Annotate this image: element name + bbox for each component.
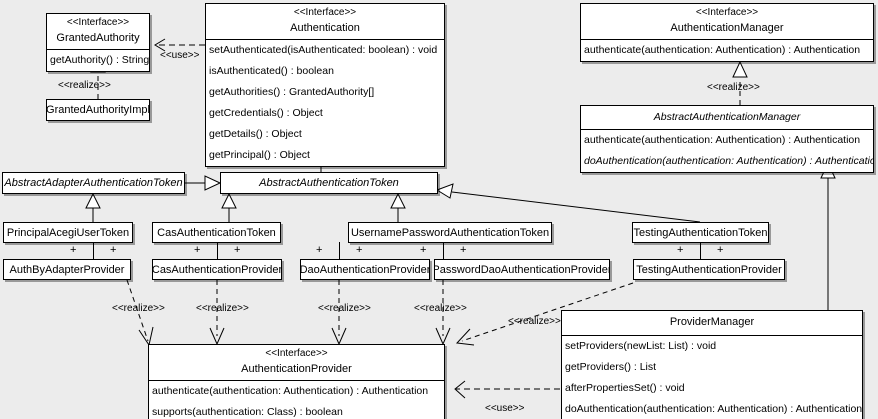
- multiplicity-plus: +: [234, 244, 241, 256]
- operation: authenticate(authentication: Authenticat…: [152, 385, 429, 398]
- class-header: <<Interface>> Authentication: [206, 4, 444, 39]
- class-box-authentication-provider[interactable]: <<Interface>> AuthenticationProvider aut…: [148, 344, 445, 419]
- class-name: TestingAuthenticationToken: [633, 226, 768, 239]
- operations-compartment: getAuthority() : String: [47, 50, 149, 71]
- label-use-providermanager-authenticationprovider: <<use>>: [485, 403, 525, 414]
- class-name: GrantedAuthority: [56, 31, 140, 44]
- class-box-abstract-authentication-manager[interactable]: AbstractAuthenticationManager authentica…: [580, 105, 874, 174]
- operation: isAuthenticated() : boolean: [209, 65, 334, 78]
- assoc-casauthenticationtoken-casauthenticationprovider: [217, 242, 218, 263]
- multiplicity-plus: +: [420, 244, 427, 256]
- class-box-abstract-authentication-token[interactable]: AbstractAuthenticationToken: [220, 172, 438, 194]
- operation: authenticate(authentication: Authenticat…: [584, 134, 861, 147]
- operations-compartment: authenticate(authentication: Authenticat…: [581, 130, 873, 172]
- class-name: AbstractAuthenticationToken: [259, 177, 399, 189]
- multiplicity-plus: +: [316, 244, 323, 256]
- compartment-divider: [562, 334, 862, 336]
- operations-compartment: setAuthenticated(isAuthenticated: boolea…: [206, 40, 444, 166]
- operation: getDetails() : Object: [209, 128, 302, 141]
- class-box-username-password-authentication-token[interactable]: UsernamePasswordAuthenticationToken: [348, 222, 552, 243]
- class-box-granted-authority-impl[interactable]: GrantedAuthorityImpl: [46, 99, 150, 121]
- class-box-authentication-manager[interactable]: <<Interface>> AuthenticationManager auth…: [580, 3, 874, 63]
- class-box-principal-acegi-user-token[interactable]: PrincipalAcegiUserToken: [3, 222, 133, 243]
- label-realize-abstractauthenticationmanager: <<realize>>: [707, 82, 760, 93]
- operation: setAuthenticated(isAuthenticated: boolea…: [209, 44, 438, 57]
- class-name: AbstractAuthenticationManager: [653, 111, 801, 123]
- compartment-divider: [581, 39, 873, 41]
- class-name: UsernamePasswordAuthenticationToken: [350, 226, 550, 239]
- multiplicity-plus: +: [70, 244, 77, 256]
- operation: supports(authentication: Class) : boolea…: [152, 406, 343, 419]
- compartment-divider: [149, 380, 444, 382]
- class-box-dao-authentication-provider[interactable]: DaoAuthenticationProvider: [300, 259, 430, 280]
- compartment-divider: [206, 39, 444, 41]
- class-box-cas-authentication-provider[interactable]: CasAuthenticationProvider: [152, 259, 282, 280]
- class-header: AbstractAuthenticationManager: [581, 106, 873, 129]
- assoc-principalacegiusertoken-authbyadapterprovider: [93, 242, 94, 263]
- class-header: <<Interface>> AuthenticationProvider: [149, 345, 444, 380]
- operations-compartment: setProviders(newList: List) : void getPr…: [562, 336, 862, 419]
- operation: afterPropertiesSet() : void: [565, 381, 685, 394]
- class-box-auth-by-adapter-provider[interactable]: AuthByAdapterProvider: [3, 259, 131, 280]
- operations-compartment: authenticate(authentication: Authenticat…: [149, 381, 444, 419]
- operation: getAuthorities() : GrantedAuthority[]: [209, 86, 375, 99]
- class-name: CasAuthenticationToken: [157, 226, 276, 239]
- assoc-testingauthenticationtoken-testingauthenticationprovider: [700, 242, 701, 263]
- assoc-usernamepasswordtoken-passworddaoauthenticationprovider: [443, 242, 444, 263]
- multiplicity-plus: +: [110, 244, 117, 256]
- class-header: <<Interface>> AuthenticationManager: [581, 4, 873, 39]
- operation: getPrincipal() : Object: [209, 149, 310, 162]
- class-name: AuthenticationManager: [670, 21, 784, 34]
- operation: setProviders(newList: List) : void: [565, 339, 717, 352]
- multiplicity-plus: +: [460, 244, 467, 256]
- compartment-divider: [581, 129, 873, 131]
- label-realize-grantedauthorityimpl: <<realize>>: [58, 80, 111, 91]
- stereotype-interface: <<Interface>>: [265, 348, 328, 359]
- class-box-cas-authentication-token[interactable]: CasAuthenticationToken: [152, 222, 281, 243]
- label-use-authentication-grantedauthority: <<use>>: [160, 50, 200, 61]
- stereotype-interface: <<Interface>>: [695, 7, 759, 18]
- class-name: TestingAuthenticationProvider: [636, 263, 782, 276]
- class-name: AuthenticationProvider: [241, 362, 352, 375]
- class-name: AbstractAdapterAuthenticationToken: [4, 177, 183, 189]
- multiplicity-plus: +: [717, 244, 724, 256]
- class-header: ProviderManager: [562, 311, 862, 335]
- operation: getProviders() : List: [565, 360, 657, 373]
- operation-abstract: doAuthentication(authentication: Authent…: [584, 155, 873, 168]
- operation: authenticate(authentication: Authenticat…: [584, 44, 861, 57]
- label-realize-daoauthenticationprovider: <<realize>>: [318, 303, 371, 314]
- class-name: ProviderManager: [669, 316, 755, 328]
- multiplicity-plus: +: [356, 244, 363, 256]
- label-realize-authbyadapterprovider: <<realize>>: [112, 303, 165, 314]
- assoc-usernamepasswordtoken-daoauthenticationprovider: [339, 242, 340, 263]
- label-realize-testingauthenticationprovider: <<realize>>: [508, 316, 561, 327]
- operation: getAuthority() : String: [50, 54, 149, 67]
- label-realize-passworddaoauthenticationprovider: <<realize>>: [414, 303, 467, 314]
- class-box-abstract-adapter-authentication-token[interactable]: AbstractAdapterAuthenticationToken: [2, 172, 185, 194]
- multiplicity-plus: +: [194, 244, 201, 256]
- compartment-divider: [47, 49, 149, 51]
- class-name: AuthByAdapterProvider: [9, 263, 125, 276]
- class-name: PasswordDaoAuthenticationProvider: [434, 263, 610, 276]
- class-box-authentication[interactable]: <<Interface>> Authentication setAuthenti…: [205, 3, 445, 168]
- class-name: PrincipalAcegiUserToken: [6, 226, 130, 239]
- class-name: CasAuthenticationProvider: [152, 263, 282, 276]
- class-header: <<Interface>> GrantedAuthority: [47, 14, 149, 49]
- class-box-testing-authentication-provider[interactable]: TestingAuthenticationProvider: [633, 259, 785, 280]
- class-box-testing-authentication-token[interactable]: TestingAuthenticationToken: [632, 222, 769, 243]
- stereotype-interface: <<Interface>>: [66, 17, 130, 28]
- stereotype-interface: <<Interface>>: [293, 7, 357, 18]
- label-realize-casauthenticationprovider: <<realize>>: [196, 303, 249, 314]
- class-box-password-dao-authentication-provider[interactable]: PasswordDaoAuthenticationProvider: [434, 259, 610, 280]
- class-box-granted-authority[interactable]: <<Interface>> GrantedAuthority getAuthor…: [46, 13, 150, 73]
- operations-compartment: authenticate(authentication: Authenticat…: [581, 40, 873, 61]
- class-name: DaoAuthenticationProvider: [300, 263, 430, 276]
- operation: doAuthentication(authentication: Authent…: [565, 402, 862, 415]
- class-box-provider-manager[interactable]: ProviderManager setProviders(newList: Li…: [561, 310, 863, 419]
- multiplicity-plus: +: [677, 244, 684, 256]
- class-name: GrantedAuthorityImpl: [46, 104, 150, 116]
- operation: getCredentials() : Object: [209, 107, 323, 120]
- class-name: Authentication: [290, 21, 360, 34]
